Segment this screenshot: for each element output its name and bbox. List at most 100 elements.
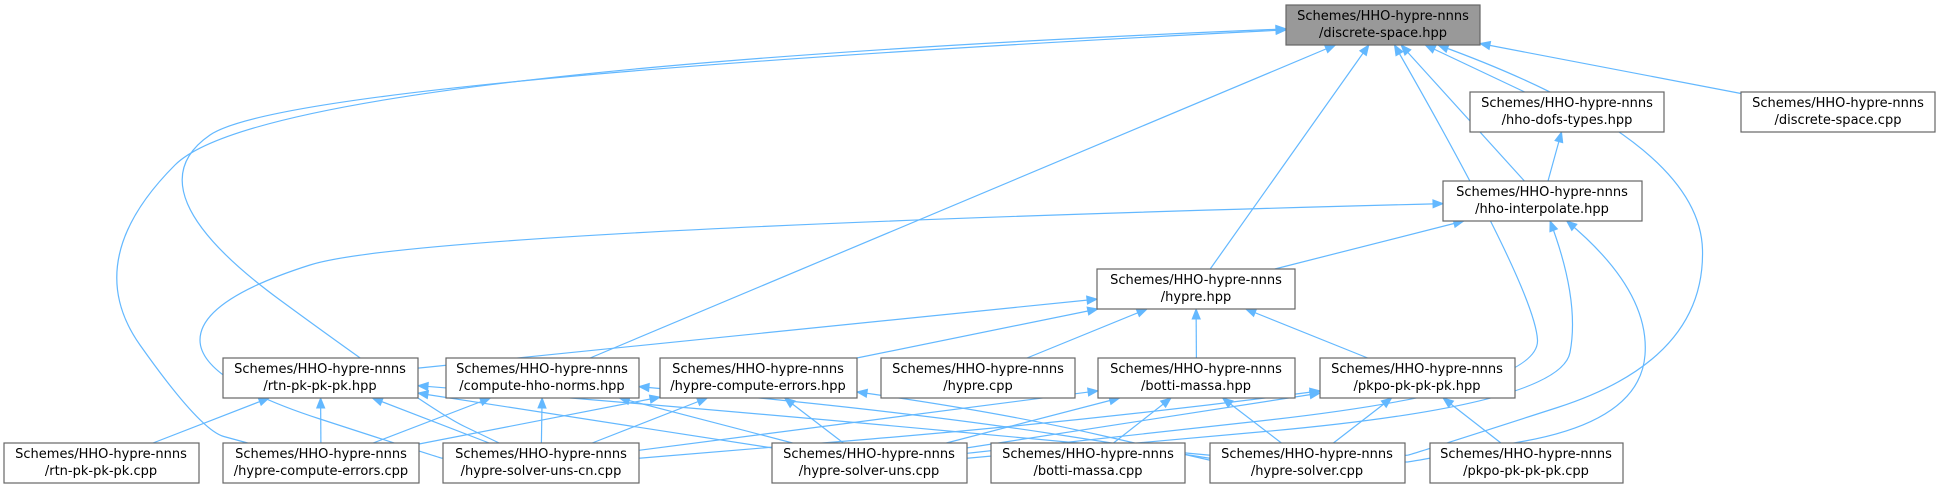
node-line-2: /pkpo-pk-pk-pk.hpp xyxy=(1354,379,1481,394)
edge-arrowhead xyxy=(1275,25,1288,36)
edge-line xyxy=(1222,397,1282,444)
node-pkpo-pk-pk-pk-hpp[interactable]: Schemes/HHO-hypre-nnns /pkpo-pk-pk-pk.hp… xyxy=(1319,357,1516,399)
node-hho-dofs-types-hpp[interactable]: Schemes/HHO-hypre-nnns /hho-dofs-types.h… xyxy=(1469,91,1665,133)
edge-arrowhead xyxy=(1159,397,1173,409)
edge-rtn_hpp-to-solver_uns xyxy=(416,390,773,449)
node-line-2: /botti-massa.cpp xyxy=(1033,464,1142,479)
node-botti-massa-hpp[interactable]: Schemes/HHO-hypre-nnns /botti-massa.hpp xyxy=(1097,357,1296,399)
node-rtn-pk-pk-pk-cpp[interactable]: Schemes/HHO-hypre-nnns /rtn-pk-pk-pk.cpp xyxy=(3,442,200,484)
node-hypre-compute-errors-cpp[interactable]: Schemes/HHO-hypre-nnns /hypre-compute-er… xyxy=(222,442,420,484)
node-hypre-cpp[interactable]: Schemes/HHO-hypre-nnns /hypre.cpp xyxy=(880,357,1076,399)
edge-arrowhead xyxy=(648,394,662,404)
node-line-2: /hho-interpolate.hpp xyxy=(1475,202,1609,217)
edge-hypre_hpp-to-botti_hpp xyxy=(1191,307,1201,359)
node-hypre-hpp[interactable]: Schemes/HHO-hypre-nnns /hypre.hpp xyxy=(1096,268,1296,310)
node-line-1: Schemes/HHO-hypre-nnns xyxy=(1481,96,1653,111)
edge-line xyxy=(1333,397,1392,444)
edge-hypre_hpp-to-rtn_hpp xyxy=(417,295,1099,369)
edge-botti_hpp-to-solver_uns xyxy=(946,396,1121,444)
edge-arrowhead xyxy=(1400,44,1412,56)
edge-hho_interpolate-to-hypre_hpp xyxy=(1274,219,1466,270)
edge-arrowhead xyxy=(783,397,796,409)
node-line-2: /hypre-compute-errors.cpp xyxy=(234,464,408,479)
node-hypre-solver-cpp[interactable]: Schemes/HHO-hypre-nnns /hypre-solver.cpp xyxy=(1209,442,1406,484)
edges-layer xyxy=(116,24,1742,463)
edge-line xyxy=(619,397,793,444)
edge-arrowhead xyxy=(695,397,709,407)
edge-rtn_hpp-to-compute_errors_cpp xyxy=(315,396,326,444)
edge-arrowhead xyxy=(1244,308,1258,318)
edge-discrete_space_hpp-to-discrete_space_cpp xyxy=(1478,40,1742,95)
edge-line xyxy=(784,397,844,444)
node-line-2: /discrete-space.cpp xyxy=(1775,113,1902,128)
edge-hho_interpolate-to-solver_uns_cn xyxy=(199,199,1445,459)
node-line-1: Schemes/HHO-hypre-nnns xyxy=(1752,96,1924,111)
edge-arrowhead xyxy=(1393,43,1404,57)
edge-line xyxy=(1274,220,1464,270)
edge-line xyxy=(116,28,1287,444)
edge-line xyxy=(417,392,773,449)
edge-arrowhead xyxy=(1549,219,1559,233)
node-line-2: /hypre.hpp xyxy=(1161,290,1232,305)
edge-line xyxy=(152,397,270,444)
node-discrete-space-hpp[interactable]: Schemes/HHO-hypre-nnns /discrete-space.h… xyxy=(1285,4,1481,46)
edge-arrowhead xyxy=(1135,308,1149,318)
edge-hho_interpolate-to-solver_uns xyxy=(967,219,1574,459)
node-line-1: Schemes/HHO-hypre-nnns xyxy=(1331,362,1503,377)
edge-arrowhead xyxy=(1086,306,1100,316)
node-botti-massa-cpp[interactable]: Schemes/HHO-hypre-nnns /botti-massa.cpp xyxy=(990,442,1186,484)
node-line-2: /hho-dofs-types.hpp xyxy=(1502,113,1633,128)
edge-discrete_space_hpp-to-compute_norms xyxy=(589,44,1337,359)
edge-rtn_hpp-to-rtn_cpp xyxy=(152,397,271,444)
node-rtn-pk-pk-pk-hpp[interactable]: Schemes/HHO-hypre-nnns /rtn-pk-pk-pk.hpp xyxy=(222,357,419,399)
node-hypre-solver-uns-cn-cpp[interactable]: Schemes/HHO-hypre-nnns /hypre-solver-uns… xyxy=(442,442,640,484)
node-line-1: Schemes/HHO-hypre-nnns xyxy=(456,362,628,377)
node-discrete-space-cpp[interactable]: Schemes/HHO-hypre-nnns /discrete-space.c… xyxy=(1740,91,1936,133)
edge-arrowhead xyxy=(1380,397,1393,409)
node-line-2: /rtn-pk-pk-pk.hpp xyxy=(263,379,376,394)
node-line-1: Schemes/HHO-hypre-nnns xyxy=(1221,447,1393,462)
edge-line xyxy=(1400,44,1525,182)
edge-hypre_hpp-to-pkpo_hpp xyxy=(1244,308,1368,359)
node-line-2: /discrete-space.hpp xyxy=(1319,26,1447,41)
edge-line xyxy=(1209,44,1370,270)
node-line-1: Schemes/HHO-hypre-nnns xyxy=(672,362,844,377)
edge-line xyxy=(1442,397,1502,444)
edge-line xyxy=(1026,308,1148,359)
node-hypre-compute-errors-hpp[interactable]: Schemes/HHO-hypre-nnns /hypre-compute-er… xyxy=(659,357,858,399)
edge-line xyxy=(1479,42,1742,95)
node-line-2: /hypre.cpp xyxy=(943,379,1012,394)
node-line-1: Schemes/HHO-hypre-nnns xyxy=(235,447,407,462)
edge-line xyxy=(418,396,661,445)
edge-arrowhead xyxy=(416,390,430,400)
edge-hypre_hpp-to-compute_errors_hpp xyxy=(856,306,1100,359)
node-pkpo-pk-pk-pk-cpp[interactable]: Schemes/HHO-hypre-nnns /pkpo-pk-pk-pk.cp… xyxy=(1429,442,1624,484)
edge-discrete_space_hpp-to-hypre_hpp xyxy=(1209,43,1370,270)
edge-pkpo_hpp-to-solver_uns xyxy=(966,390,1322,449)
node-line-1: Schemes/HHO-hypre-nnns xyxy=(1456,185,1628,200)
edge-line xyxy=(856,391,1211,461)
edge-compute_errors_hpp-to-solver_uns_cn xyxy=(591,397,709,444)
edge-arrowhead xyxy=(1358,43,1370,57)
edge-line xyxy=(946,397,1120,444)
node-line-1: Schemes/HHO-hypre-nnns xyxy=(783,447,955,462)
edge-arrowhead xyxy=(1442,397,1455,409)
edge-line xyxy=(417,298,1098,369)
node-hypre-solver-uns-cpp[interactable]: Schemes/HHO-hypre-nnns /hypre-solver-uns… xyxy=(771,442,968,484)
edge-arrowhead xyxy=(637,382,650,393)
node-line-1: Schemes/HHO-hypre-nnns xyxy=(1002,447,1174,462)
node-hho-interpolate-hpp[interactable]: Schemes/HHO-hypre-nnns /hho-interpolate.… xyxy=(1442,180,1643,222)
edge-botti_hpp-to-solver_cpp xyxy=(1221,397,1282,444)
node-line-2: /hypre-solver.cpp xyxy=(1251,464,1363,479)
edge-compute_errors_hpp-to-solver_cpp xyxy=(855,388,1211,461)
edge-arrowhead xyxy=(1554,130,1564,144)
edge-arrowhead xyxy=(1565,220,1578,232)
edge-line xyxy=(1425,44,1525,93)
edge-line xyxy=(638,390,1099,451)
edge-arrowhead xyxy=(315,396,326,409)
edge-line xyxy=(1405,220,1646,463)
node-line-1: Schemes/HHO-hypre-nnns xyxy=(1297,9,1469,24)
node-compute-hho-norms-hpp[interactable]: Schemes/HHO-hypre-nnns /compute-hho-norm… xyxy=(445,357,640,399)
edge-pkpo_hpp-to-solver_cpp xyxy=(1333,397,1393,444)
